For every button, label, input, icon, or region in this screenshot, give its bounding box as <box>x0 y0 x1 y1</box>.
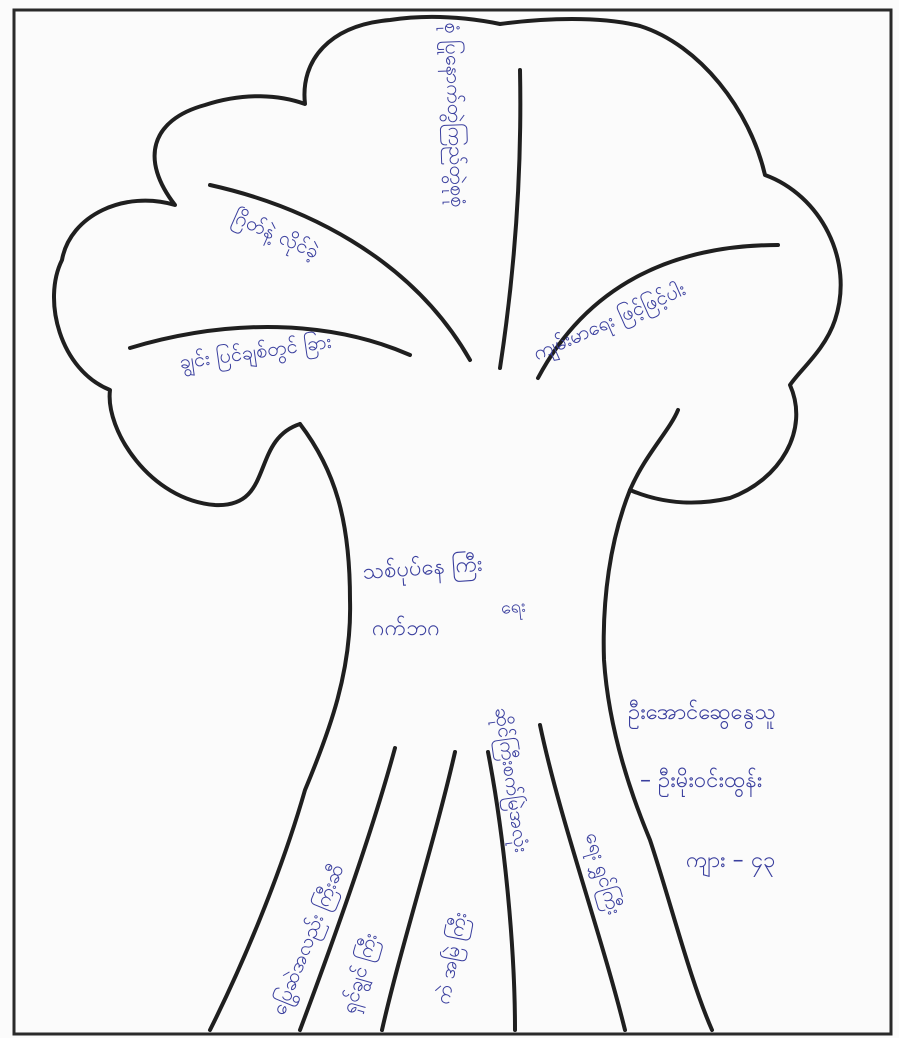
trunk-label-line-3: ဂက်ဘဂ <box>372 618 440 640</box>
author-line-2: – ဦးမိုးဝင်းထွန်း <box>640 770 762 792</box>
trunk-left <box>210 424 350 1030</box>
leaf-line-3 <box>500 70 520 368</box>
author-line-1: ဦးအောင်ဆွေနွေသူ <box>628 702 776 724</box>
trunk-label-line-2: ရေး <box>500 597 526 617</box>
trunk-right <box>604 490 712 1030</box>
author-line-3: ကျား – ၄၃ <box>686 850 775 872</box>
leaf-label-3: စုံ ပြုနောက်တွဲကြည်တွဲစုစုံ <box>442 22 468 208</box>
